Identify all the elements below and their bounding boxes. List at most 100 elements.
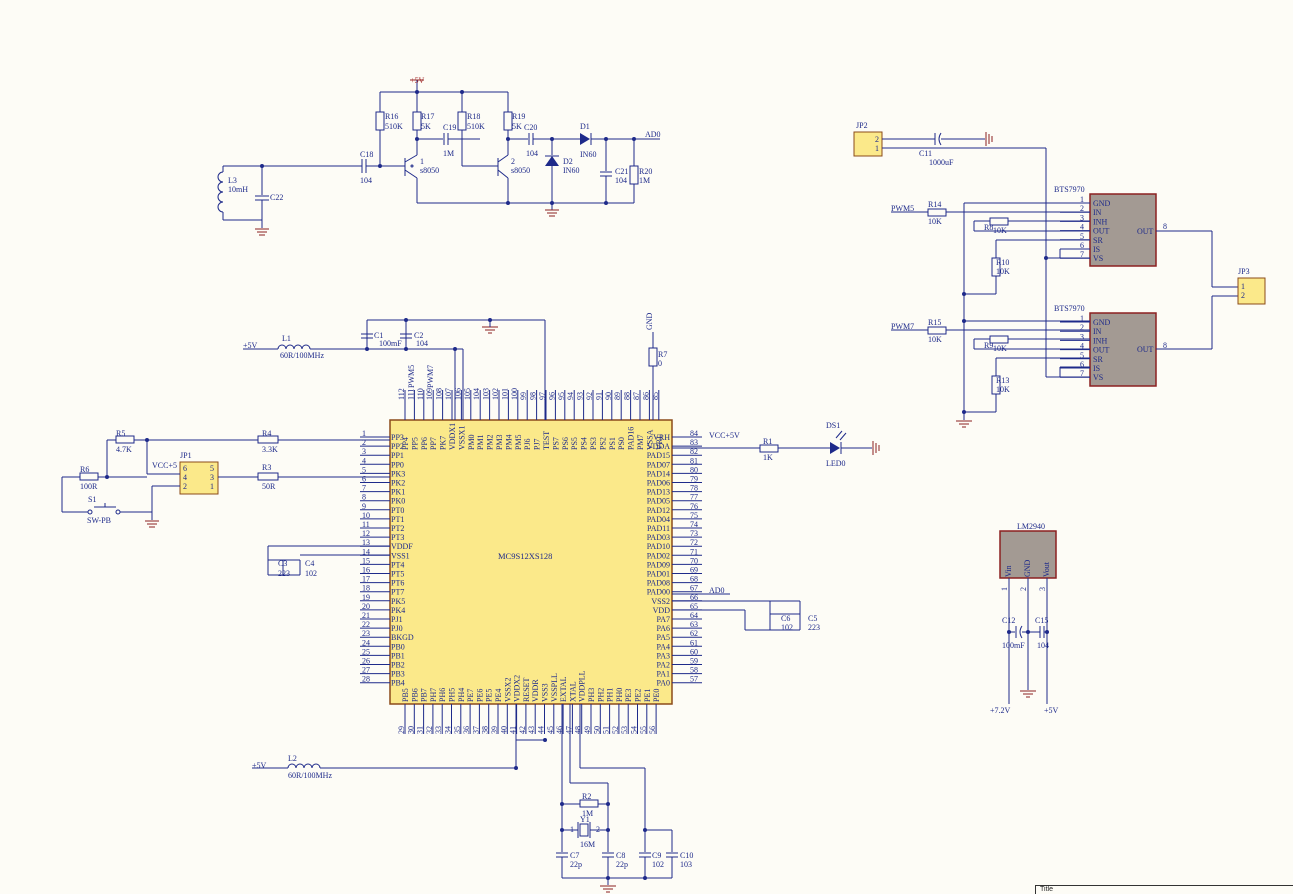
bts-pin-label: INH (1093, 217, 1107, 226)
title-label: Title (1040, 886, 1053, 893)
mcu-pin-number: 46 (555, 726, 564, 734)
y1-pin2: 2 (596, 825, 600, 834)
jp1-pin-2: 2 (183, 482, 187, 491)
jp3-pin-2: 2 (1241, 291, 1245, 300)
mcu-pin-number: 25 (362, 647, 370, 656)
bts-pin-label: IN (1093, 327, 1102, 336)
mcu-pin-number: 8 (362, 493, 366, 502)
c7-ref: C7 (570, 851, 579, 860)
bts-pin-number: 4 (1080, 223, 1084, 232)
c9-ref: C9 (652, 851, 661, 860)
mcu-pin-label: PS4 (580, 437, 589, 450)
mcu-pin-number: 96 (547, 392, 556, 400)
mcu-pin-label: PB2 (391, 661, 405, 670)
power-input: +5V L1 60R/100MHz C1 100mF C2 104 GND R7… (243, 312, 820, 780)
mcu-pin-number: 80 (690, 465, 698, 474)
mcu-pin-number: 42 (518, 726, 527, 734)
bts-pin-number: 4 (1080, 342, 1084, 351)
c1-ref: C1 (374, 331, 383, 340)
u2-name: BTS7970 (1054, 304, 1085, 313)
ds1-value: LED0 (826, 459, 846, 468)
r16-value: 510K (385, 122, 403, 131)
r8-ref: R8 (984, 223, 993, 232)
mcu-pin-label: PT1 (391, 515, 404, 524)
mcu-pin-number: 32 (425, 726, 434, 734)
mcu-pin-label: VDDF (391, 542, 413, 551)
mcu-pin-number: 55 (639, 726, 648, 734)
jp1-header[interactable] (179, 461, 219, 495)
mcu-pin-number: 107 (444, 388, 453, 400)
mcu-pin-label: PAD09 (647, 560, 670, 569)
mcu-name: MC9S12XS128 (498, 551, 552, 561)
u1-out-num: 8 (1163, 222, 1167, 231)
plus5v-label-reg: +5V (1044, 706, 1059, 715)
bts-pin-number: 1 (1080, 195, 1084, 204)
bts-pin-number: 2 (1080, 323, 1084, 332)
r18-value: 510K (467, 122, 485, 131)
mcu-pin-label: BKGD (391, 633, 414, 642)
c18-value: 104 (360, 176, 372, 185)
mcu-chip[interactable]: MC9S12XS128 (389, 419, 673, 705)
l3-value: 10mH (228, 185, 248, 194)
r3-value: 50R (262, 482, 276, 491)
mcu-pin-number: 69 (690, 566, 698, 575)
mcu-pin-label: PH7 (429, 688, 438, 702)
d1-ref: D1 (580, 122, 590, 131)
mcu-pin-label: PE6 (475, 689, 484, 702)
mcu-pin-number: 4 (362, 456, 366, 465)
mcu-pin-label: PA1 (657, 670, 671, 679)
r14-value: 10K (928, 217, 942, 226)
c21-ref: C21 (615, 167, 628, 176)
mcu-pin-number: 37 (471, 726, 480, 734)
mcu-pin-number: 111 (406, 389, 415, 400)
mcu-pin-number: 90 (604, 392, 613, 400)
mcu-pin-label: PAD04 (647, 515, 670, 524)
mcu-pin-number: 50 (592, 726, 601, 734)
plus5v-label-l2: +5V (252, 761, 267, 770)
mcu-pin-label: TEST (542, 431, 551, 450)
bts-pin-label: VS (1093, 373, 1103, 382)
mcu-pin-number: 15 (362, 556, 370, 565)
bts-pin-number: 6 (1080, 360, 1084, 369)
lm2940-vin: Vin (1004, 565, 1013, 577)
mcu-pin-number: 97 (538, 392, 547, 400)
mcu-pin-number: 89 (613, 392, 622, 400)
lm2940-regulator[interactable] (999, 530, 1057, 579)
l2-value: 60R/100MHz (288, 771, 332, 780)
mcu-pin-label: PH1 (606, 688, 615, 702)
bts-pin-number: 3 (1080, 332, 1084, 341)
mcu-pin-label: PK1 (391, 488, 405, 497)
mcu-pin-number: 62 (690, 629, 698, 638)
mcu-pin-label: PP7 (429, 437, 438, 450)
bts7970-upper[interactable] (1089, 193, 1157, 267)
jp2-header[interactable] (853, 131, 883, 157)
mcu-pin-label: PJ6 (523, 438, 532, 450)
mcu-pin-number: 43 (527, 726, 536, 734)
mcu-pin-number: 52 (611, 726, 620, 734)
mcu-pin-label: PE3 (624, 689, 633, 702)
mcu-pin-number: 10 (362, 511, 370, 520)
c20-value: 104 (526, 149, 538, 158)
jp3-header[interactable] (1237, 277, 1266, 305)
l2-ref: L2 (288, 754, 297, 763)
q2-ref: 2 (511, 157, 515, 166)
mcu-pin-label: PT5 (391, 570, 404, 579)
bts-pin-label: GND (1093, 318, 1111, 327)
mcu-pin-label: PP3 (391, 433, 404, 442)
mcu-pin-label: RESET (522, 677, 531, 702)
mcu-pin-number: 64 (690, 611, 698, 620)
bdm-circuit: JP1 VCC+5 6 4 2 5 3 1 R3 50R R5 4.7K R4 … (61, 429, 390, 528)
mcu-pin-number: 48 (574, 726, 583, 734)
mcu-pin-label: PH0 (615, 688, 624, 702)
c11-value: 1000uF (929, 158, 954, 167)
mcu-pin-label: VDDX2 (513, 675, 522, 702)
mcu-pin-label: PE0 (652, 689, 661, 702)
mcu-pin-label: PE4 (494, 689, 503, 702)
mcu-pin-number: 73 (690, 529, 698, 538)
mcu-pin-number: 5 (362, 465, 366, 474)
mcu-pin-label: PB1 (391, 651, 405, 660)
mcu-pin-number: 26 (362, 657, 370, 666)
mcu-pin-label: PA3 (657, 651, 671, 660)
mcu-pin-number: 11 (362, 520, 370, 529)
bts-pin-number: 5 (1080, 232, 1084, 241)
